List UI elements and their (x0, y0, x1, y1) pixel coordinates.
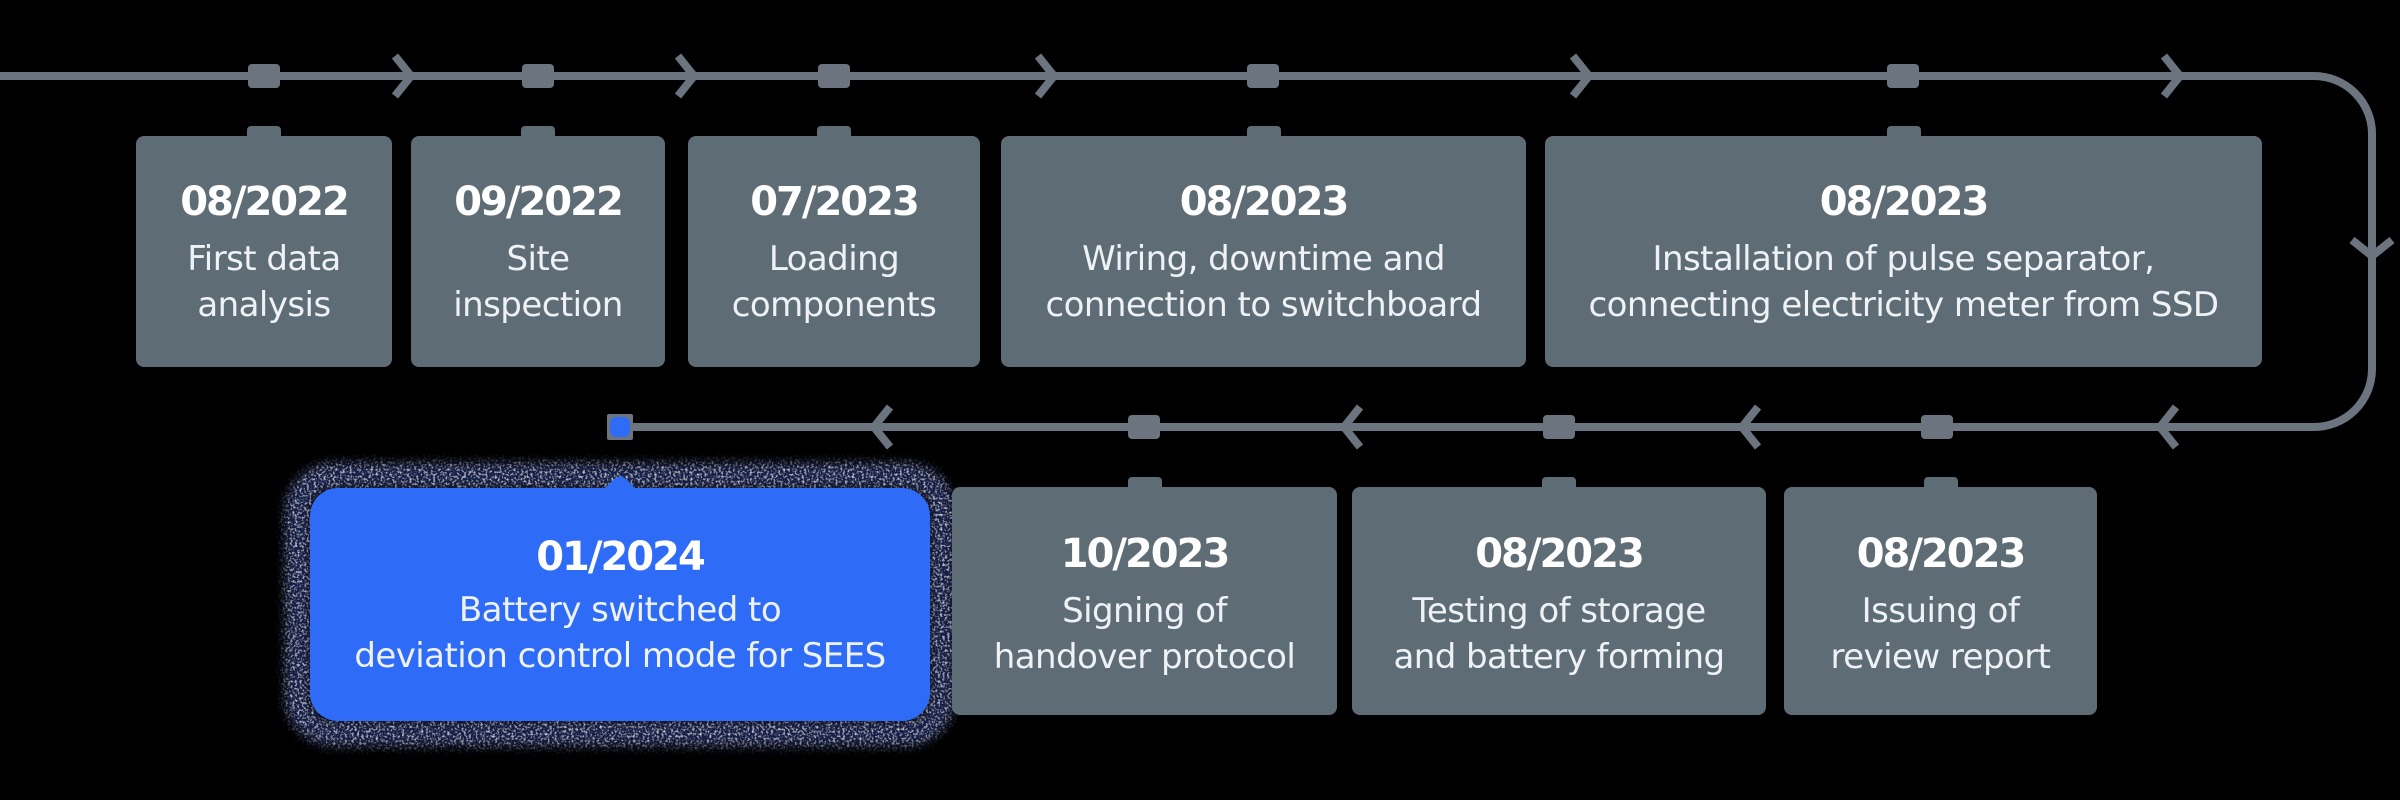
description-line: components (731, 284, 937, 325)
arrow-right-icon (391, 53, 417, 99)
box-connector-tab (521, 126, 555, 150)
description-line: Installation of pulse separator, (1652, 238, 2155, 279)
description-line: handover protocol (993, 637, 1296, 677)
timeline-item-testing-storage: 08/2023 Testing of storage and battery fo… (1352, 477, 1766, 715)
description-line: connection to switchboard (1045, 284, 1482, 325)
description-line: Loading (768, 238, 900, 279)
item-description: First data analysis (187, 236, 341, 328)
arrow-left-icon (868, 404, 894, 450)
item-date: 08/2023 (1475, 531, 1645, 577)
description-line: Site (506, 238, 570, 279)
item-date: 08/2023 (1819, 178, 1990, 225)
arrow-right-icon (1569, 53, 1595, 99)
arrow-left-icon (2154, 404, 2180, 450)
timeline-node (1887, 64, 1919, 88)
arrow-right-icon (2160, 53, 2186, 99)
description-line: review report (1830, 637, 2052, 677)
description-line: Wiring, downtime and (1082, 238, 1445, 279)
timeline-node (1543, 415, 1575, 439)
timeline-node (1128, 415, 1160, 439)
item-date: 08/2022 (180, 178, 350, 225)
description-line: Testing of storage (1412, 591, 1706, 631)
arrow-left-icon (1338, 404, 1364, 450)
timeline-node (818, 64, 850, 88)
arrow-left-icon (1736, 404, 1762, 450)
item-date: 01/2024 (536, 533, 706, 580)
timeline-item-installation-pulse-separator: 08/2023 Installation of pulse separator,… (1545, 126, 2262, 367)
description-line: inspection (453, 284, 623, 325)
item-description: Testing of storage and battery forming (1393, 588, 1725, 680)
box-connector-tab (817, 126, 851, 150)
timeline-item-battery-switched-active: 01/2024 Battery switched to deviation con… (310, 472, 930, 721)
item-date: 10/2023 (1060, 531, 1231, 577)
box-connector-tab (1127, 477, 1162, 501)
item-description: Issuing of review report (1830, 588, 2052, 680)
description-line: connecting electricity meter from SSD (1588, 284, 2219, 325)
description-line: analysis (197, 284, 331, 325)
box-connector-tab (1542, 477, 1576, 501)
item-description: Loading components (732, 236, 937, 328)
description-line: Battery switched to (458, 589, 782, 630)
box-connector-tab (247, 126, 281, 150)
item-description: Wiring, downtime and connection to switch… (1045, 236, 1482, 328)
timeline-node (248, 64, 280, 88)
timeline-node (1247, 64, 1279, 88)
timeline-node (522, 64, 554, 88)
item-date: 07/2023 (750, 178, 920, 225)
item-description: Signing of handover protocol (993, 588, 1296, 680)
timeline-item-wiring-downtime: 08/2023 Wiring, downtime and connection t… (1001, 126, 1526, 367)
description-line: Issuing of (1861, 591, 2020, 631)
timeline-node (1921, 415, 1953, 439)
timeline-item-issuing-review: 08/2023 Issuing of review report (1784, 477, 2097, 715)
active-node (610, 417, 630, 437)
timeline-item-loading-components: 07/2023 Loading components (688, 126, 980, 367)
description-line: Signing of (1062, 591, 1227, 631)
arrow-right-icon (1034, 53, 1060, 99)
arrow-down-icon (2349, 236, 2395, 262)
arrow-right-icon (674, 53, 700, 99)
timeline-item-site-inspection: 09/2022 Site inspection (411, 126, 665, 367)
description-line: deviation control mode for SEES (354, 635, 886, 676)
item-description: Installation of pulse separator, connecti… (1588, 236, 2219, 328)
box-connector-tab (1886, 126, 1921, 150)
box-connector-tab (1923, 477, 1958, 501)
description-line: First data (187, 238, 341, 279)
item-description: Battery switched to deviation control mod… (354, 587, 886, 679)
description-line: and battery forming (1393, 637, 1725, 677)
timeline-item-first-data-analysis: 08/2022 First data analysis (136, 126, 392, 367)
box-connector-tab (1246, 126, 1281, 150)
timeline-item-signing-handover: 10/2023 Signing of handover protocol (952, 477, 1337, 715)
item-date: 08/2023 (1856, 531, 2027, 577)
item-date: 09/2022 (454, 178, 624, 225)
item-description: Site inspection (453, 236, 623, 328)
item-date: 08/2023 (1179, 178, 1350, 225)
